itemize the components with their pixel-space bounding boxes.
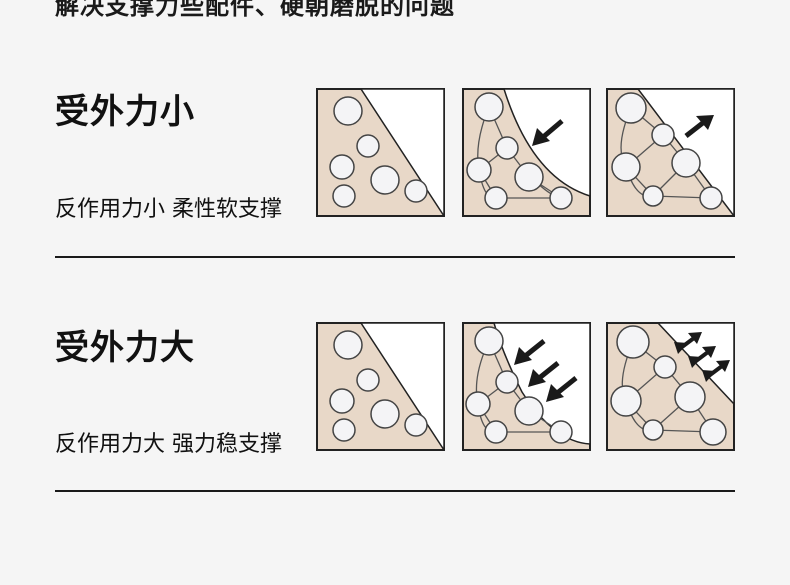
section-divider <box>55 256 735 258</box>
diagram-panel-rest <box>316 322 445 451</box>
section-divider <box>55 490 735 492</box>
arrow-out-icon <box>674 332 702 354</box>
arrow-in-icon <box>532 119 564 146</box>
arrow-out-icon <box>702 360 730 382</box>
diagram-panel-rebound <box>606 88 735 217</box>
arrow-in-icon <box>514 339 546 365</box>
section-description: 反作用力小 柔性软支撑 <box>55 197 282 222</box>
arrow-out-icon <box>688 346 716 368</box>
diagram-panel-compressed <box>462 88 591 217</box>
diagram-panel-compressed <box>462 322 591 451</box>
section-heading: 受外力小 <box>55 92 195 132</box>
arrow-in-icon <box>546 376 578 402</box>
arrow-in-icon <box>528 361 560 387</box>
section-description: 反作用力大 强力稳支撑 <box>55 432 282 457</box>
top-caption: 解决支撑力些配件、硬朝磨脱的问题 <box>55 0 455 20</box>
diagram-panel-rebound <box>606 322 735 451</box>
section-heading: 受外力大 <box>55 328 195 368</box>
arrow-out-icon <box>684 115 714 138</box>
diagram-panel-rest <box>316 88 445 217</box>
